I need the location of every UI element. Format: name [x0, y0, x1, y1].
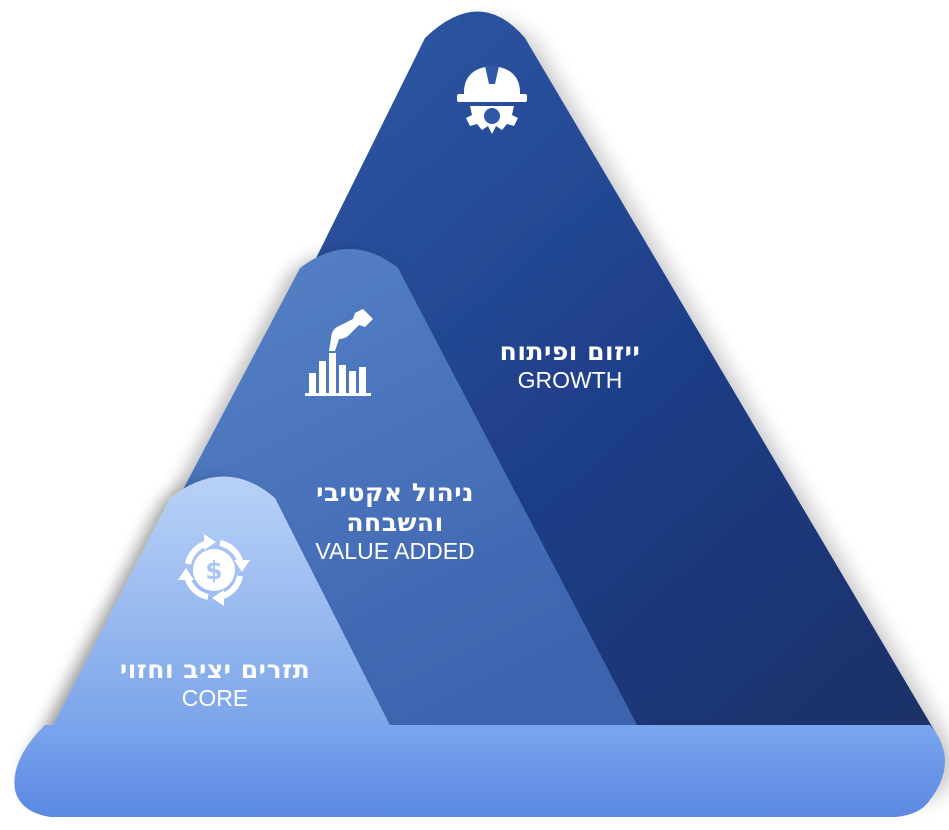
hand-bar-chart-icon	[305, 309, 373, 396]
tier-value-added-title-he: ניהול אקטיבי והשבחה	[316, 478, 474, 537]
tier-core-title-he: תזרים יציב וחזוי	[119, 655, 311, 684]
tier-value-added-label: ניהול אקטיבי והשבחה VALUE ADDED	[295, 478, 495, 566]
dollar-cycle-icon: $	[178, 534, 250, 606]
helmet-gear-icon	[457, 66, 527, 134]
svg-text:$: $	[205, 556, 222, 585]
tier-growth-label: ייזום ופיתוח GROWTH	[470, 337, 670, 395]
tier-core-label: תזרים יציב וחזוי CORE	[115, 655, 315, 713]
tier-growth-title-he: ייזום ופיתוח	[499, 337, 641, 366]
tier-core-title-en: CORE	[181, 685, 249, 711]
pyramid-base-band	[14, 725, 945, 817]
tier-growth-title-en: GROWTH	[517, 367, 623, 393]
tier-value-added-title-en: VALUE ADDED	[315, 538, 475, 564]
tier-core-shape	[30, 476, 400, 770]
